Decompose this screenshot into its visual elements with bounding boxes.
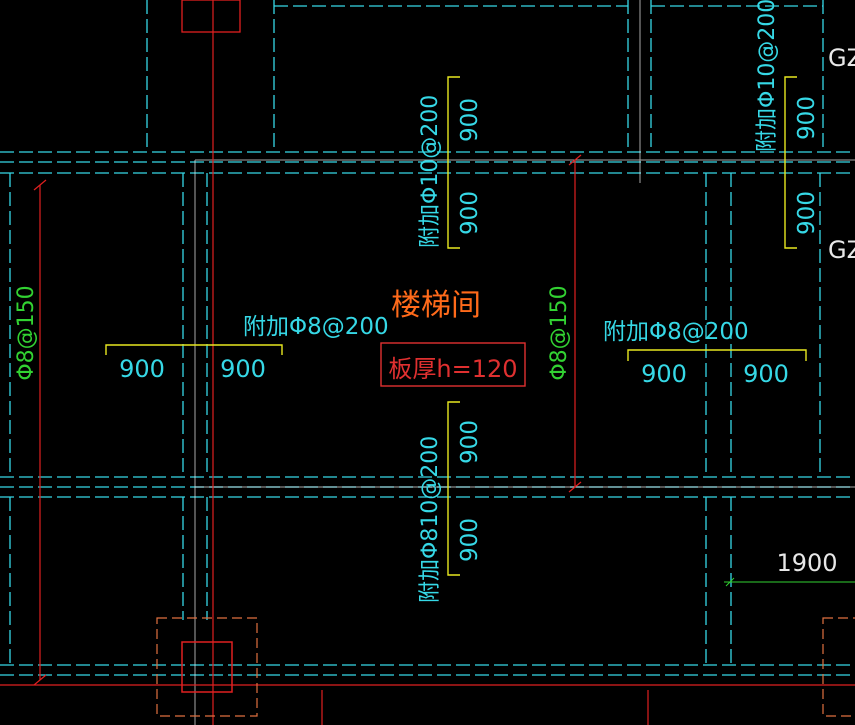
axis-tick: [568, 481, 582, 493]
column-bottom-outer: [156, 617, 258, 717]
axis-ticks: [33, 154, 582, 686]
gz-bottom-label: GZ: [828, 236, 855, 264]
axis-tick: [33, 179, 47, 191]
columns: [156, 0, 855, 717]
dimension-1900: [724, 577, 855, 587]
rebar-extent-marks: [105, 76, 807, 576]
len-left-b: 900: [220, 355, 266, 383]
slab-thickness-box: [380, 342, 526, 387]
column-bottom-right: [822, 617, 855, 717]
len-top-right-b: 900: [794, 191, 820, 235]
slab-thickness-label: 板厚h=120: [388, 355, 517, 383]
rebar-label-bottom-center: 附加Φ810@200: [418, 436, 443, 603]
extent-mark-top-center: [447, 76, 460, 249]
room-name: 楼梯间: [391, 288, 481, 323]
dist-label-left: Φ8@150: [14, 285, 39, 380]
len-top-right-a: 900: [794, 96, 820, 140]
rebar-label-top-right: 附加Φ10@200: [755, 0, 780, 152]
column-bottom-inner: [181, 641, 233, 693]
rebar-label-top-center: 附加Φ10@200: [418, 95, 443, 248]
column-top: [181, 0, 241, 33]
rebar-label-left-middle: 附加Φ8@200: [243, 314, 389, 340]
axis-tick: [33, 674, 47, 686]
len-bottom-center-a: 900: [457, 420, 483, 464]
len-bottom-center-b: 900: [457, 518, 483, 562]
len-right-b: 900: [743, 360, 789, 388]
len-right-a: 900: [641, 360, 687, 388]
beam-outlines: [0, 0, 855, 676]
rebar-label-right-middle: 附加Φ8@200: [603, 319, 749, 345]
dim-1900-label: 1900: [776, 549, 837, 577]
gz-top-label: GZ: [828, 44, 855, 72]
len-top-center-b: 900: [457, 191, 483, 235]
dist-label-center: Φ8@150: [547, 285, 572, 380]
dim-1900-tick: [725, 577, 735, 587]
len-left-a: 900: [119, 355, 165, 383]
grid-lines: [194, 0, 855, 725]
extent-mark-right-middle: [627, 349, 807, 361]
extent-mark-top-right: [784, 76, 797, 249]
axis-tick: [568, 154, 582, 166]
len-top-center-a: 900: [457, 98, 483, 142]
extent-mark-bottom-center: [447, 401, 460, 576]
extent-mark-left-middle: [105, 344, 283, 355]
